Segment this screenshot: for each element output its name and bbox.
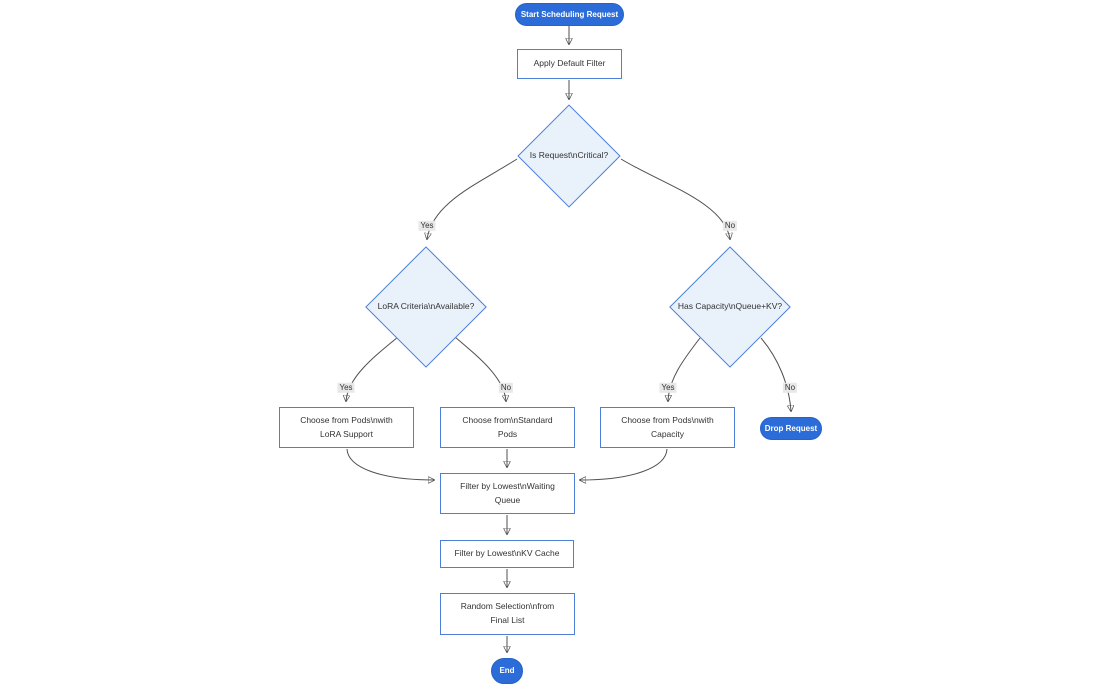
edge-label-lora-yes: Yes — [337, 382, 355, 394]
node-apply-default-filter: Apply Default Filter — [517, 49, 622, 79]
node-label: Choose from Pods\nwith LoRA Support — [300, 414, 393, 439]
decision-has-capacity-queue-kv: Has Capacity\nQueue+KV? — [669, 246, 791, 368]
node-label: Choose from Pods\nwith Capacity — [621, 414, 714, 439]
node-label: Random Selection\nfrom Final List — [460, 601, 555, 625]
edge-label-lora-no: No — [498, 382, 514, 394]
node-drop-request: Drop Request — [760, 417, 822, 440]
edge-label-capacity-no: No — [782, 382, 798, 394]
edge-lora-no — [454, 336, 506, 401]
decision-lora-criteria-available: LoRA Criteria\nAvailable? — [365, 246, 487, 368]
edge-label-critical-no: No — [722, 220, 738, 232]
node-label: Drop Request — [764, 423, 818, 433]
node-choose-standard-pods: Choose from\nStandard Pods — [440, 407, 575, 448]
node-filter-lowest-waiting-queue: Filter by Lowest\nWaiting Queue — [440, 473, 575, 514]
node-filter-lowest-kv-cache: Filter by Lowest\nKV Cache — [440, 540, 574, 568]
node-random-selection: Random Selection\nfrom Final List — [440, 593, 575, 635]
edge-capacitypods-to-filterqueue — [580, 448, 668, 480]
edge-label-critical-yes: Yes — [418, 220, 436, 232]
edge-capacity-no — [760, 337, 791, 411]
node-start: Start Scheduling Request — [515, 3, 624, 26]
node-label: Apply Default Filter — [533, 58, 606, 69]
node-end: End — [491, 658, 523, 684]
edge-capacity-yes — [668, 337, 701, 401]
node-choose-pods-lora: Choose from Pods\nwith LoRA Support — [279, 407, 414, 448]
node-label: Has Capacity\nQueue+KV? — [677, 301, 783, 312]
node-label: Start Scheduling Request — [520, 9, 619, 19]
node-choose-pods-capacity: Choose from Pods\nwith Capacity — [600, 407, 735, 448]
edge-lora-yes — [346, 336, 399, 401]
decision-is-request-critical: Is Request\nCritical? — [517, 104, 621, 208]
edge-label-capacity-yes: Yes — [659, 382, 677, 394]
edge-critical-yes — [427, 158, 518, 239]
node-label: LoRA Criteria\nAvailable? — [377, 301, 475, 312]
edge-critical-no — [620, 158, 730, 239]
node-label: End — [499, 666, 515, 676]
edge-lorapods-to-filterqueue — [346, 448, 434, 480]
node-label: Choose from\nStandard Pods — [462, 414, 553, 439]
node-label: Filter by Lowest\nWaiting Queue — [460, 480, 555, 505]
node-label: Is Request\nCritical? — [529, 150, 609, 161]
node-label: Filter by Lowest\nKV Cache — [454, 548, 560, 559]
